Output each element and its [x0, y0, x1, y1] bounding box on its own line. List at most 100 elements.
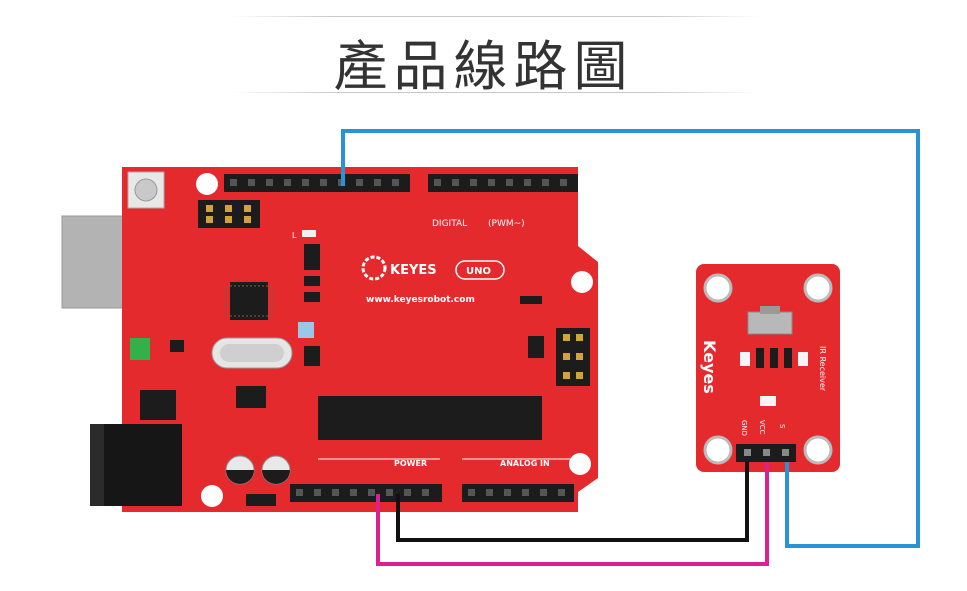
led-l — [302, 230, 316, 237]
icsp-pins-right — [563, 334, 583, 379]
usb-chip-pins — [225, 285, 273, 317]
digital-header-right — [428, 174, 578, 192]
module-brand: Keyes — [700, 340, 719, 394]
header-pin — [368, 489, 375, 496]
module-mount-hole — [803, 435, 833, 465]
header-pin — [296, 489, 303, 496]
header-pin — [230, 179, 237, 186]
power-led — [130, 338, 150, 360]
reset-button-cap — [134, 178, 158, 202]
header-pin — [392, 179, 399, 186]
digital-header-left — [224, 174, 410, 192]
smd-led-white — [760, 396, 776, 406]
module-mount-hole — [803, 273, 833, 303]
smd-component — [520, 296, 542, 304]
header-pin — [470, 179, 477, 186]
header-pin — [320, 179, 327, 186]
reset-button — [127, 171, 165, 209]
header-pin — [468, 489, 475, 496]
website-label: www.keyesrobot.com — [366, 295, 475, 305]
header-pin — [506, 179, 513, 186]
capacitor-band — [226, 470, 254, 484]
header-pin — [374, 179, 381, 186]
microcontroller-chip — [318, 396, 542, 440]
mount-hole — [571, 271, 593, 293]
ir-receiver-module: Keyes IR Receiver GND VCC S — [696, 264, 840, 472]
wire-gnd — [396, 462, 749, 542]
header-pin — [350, 489, 357, 496]
header-pin — [540, 489, 547, 496]
smd-led-white — [798, 352, 808, 366]
title-rule-bottom — [230, 92, 760, 93]
arduino-board: DIGITAL (PWM~) L KEYES UNO www.keyesrobo… — [61, 167, 598, 512]
header-pin — [356, 179, 363, 186]
brand-label: KEYES — [390, 263, 437, 278]
header-pin — [524, 179, 531, 186]
pwm-label: (PWM~) — [488, 219, 525, 229]
header-pin — [386, 489, 393, 496]
digital-label: DIGITAL — [432, 219, 467, 229]
smd-component — [528, 336, 544, 358]
title-rule-top — [230, 16, 760, 17]
smd-resistor — [770, 348, 778, 368]
wire-signal — [341, 129, 920, 548]
analog-label: ANALOG IN — [500, 459, 550, 468]
analog-header — [462, 484, 574, 502]
mount-hole — [201, 485, 223, 507]
header-pin — [248, 179, 255, 186]
pin-label-s: S — [778, 424, 786, 429]
smd-component — [304, 346, 320, 366]
header-pin — [522, 489, 529, 496]
header-pin — [486, 489, 493, 496]
smd-component — [246, 494, 276, 506]
led-l-label: L — [292, 231, 297, 240]
module-pin-s — [782, 449, 789, 456]
smd-chip — [236, 386, 266, 408]
header-pin — [266, 179, 273, 186]
usb-chip — [230, 282, 268, 320]
header-pin — [504, 489, 511, 496]
header-pin — [284, 179, 291, 186]
mount-hole — [196, 173, 218, 195]
smd-resistor — [756, 348, 764, 368]
model-label: UNO — [466, 266, 491, 277]
header-pin — [314, 489, 321, 496]
icsp-header-top — [198, 200, 260, 228]
smd-component — [304, 276, 320, 286]
header-pin — [558, 489, 565, 496]
power-analog-pins — [296, 489, 565, 496]
ir-sensor-dome — [760, 306, 780, 314]
header-pin — [560, 179, 567, 186]
smd-resistor — [784, 348, 792, 368]
keyes-logo: KEYES UNO www.keyesrobot.com — [361, 255, 505, 305]
module-pin-gnd — [744, 449, 751, 456]
smd-led-white — [740, 352, 750, 366]
header-pin — [488, 179, 495, 186]
wires — [341, 129, 920, 566]
header-pin — [404, 489, 411, 496]
icsp-pins-top — [206, 205, 251, 223]
capacitor-band — [262, 470, 290, 484]
gear-icon — [361, 255, 387, 281]
crystal-inner — [220, 344, 284, 362]
model-badge — [455, 260, 505, 280]
pin-label-vcc: VCC — [758, 420, 766, 435]
pin-label-gnd: GND — [740, 420, 748, 436]
dc-jack — [90, 424, 182, 506]
wire-vcc — [376, 462, 769, 566]
header-pin — [434, 179, 441, 186]
smd-component — [170, 340, 184, 352]
smd-crystal-blue — [298, 322, 314, 338]
header-pin — [542, 179, 549, 186]
header-pin — [302, 179, 309, 186]
header-pin — [452, 179, 459, 186]
module-mount-hole — [703, 273, 733, 303]
header-pin — [422, 489, 429, 496]
dc-jack-edge — [90, 424, 104, 506]
module-pcb — [696, 264, 840, 472]
icsp-header-right — [556, 328, 590, 386]
power-label: POWER — [394, 459, 427, 468]
module-pin-vcc — [763, 449, 770, 456]
voltage-regulator — [140, 390, 176, 420]
module-name: IR Receiver — [818, 346, 827, 392]
